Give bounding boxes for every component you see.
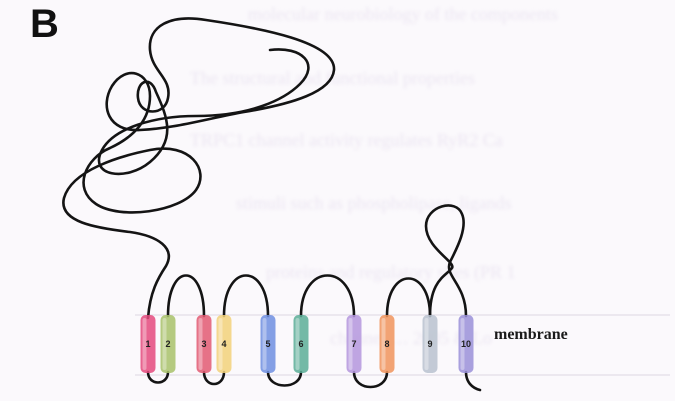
transmembrane-segment-3: 3: [197, 315, 212, 373]
transmembrane-segment-1: 1: [141, 315, 156, 373]
loop-9-10-hairpin: [426, 205, 466, 316]
transmembrane-segment-4: 4: [217, 315, 232, 373]
transmembrane-segment-10: 10: [459, 315, 474, 373]
loop-1-2: [148, 372, 168, 383]
segment-number-label: 9: [427, 339, 432, 349]
segment-number-label: 8: [384, 339, 389, 349]
segment-number-label: 5: [265, 339, 270, 349]
transmembrane-segment-5: 5: [261, 315, 276, 373]
segment-number-label: 1: [145, 339, 150, 349]
loop-8-9: [387, 279, 430, 317]
loop-2-3: [168, 276, 204, 317]
segment-number-label: 10: [461, 339, 471, 349]
membrane-label: membrane: [494, 327, 568, 343]
segment-number-label: 6: [298, 339, 303, 349]
transmembrane-segment-2: 2: [161, 315, 176, 373]
segment-number-label: 7: [351, 339, 356, 349]
segment-number-label: 2: [165, 339, 170, 349]
transmembrane-segment-7: 7: [347, 315, 362, 373]
loop-3-4: [204, 372, 224, 384]
loop-6-7: [301, 276, 354, 317]
transmembrane-segment-8: 8: [380, 315, 395, 373]
segment-number-label: 3: [201, 339, 206, 349]
transmembrane-segment-9: 9: [423, 315, 438, 373]
transmembrane-segment-6: 6: [294, 315, 309, 373]
loop-5-6: [268, 372, 301, 386]
loop-7-8: [354, 372, 387, 387]
n-terminal-tangle: [63, 18, 334, 318]
transmembrane-segments: 1 2 3 4 5 6 7 8 9 10: [141, 315, 474, 373]
segment-number-label: 4: [221, 339, 226, 349]
loop-4-5: [224, 276, 268, 317]
